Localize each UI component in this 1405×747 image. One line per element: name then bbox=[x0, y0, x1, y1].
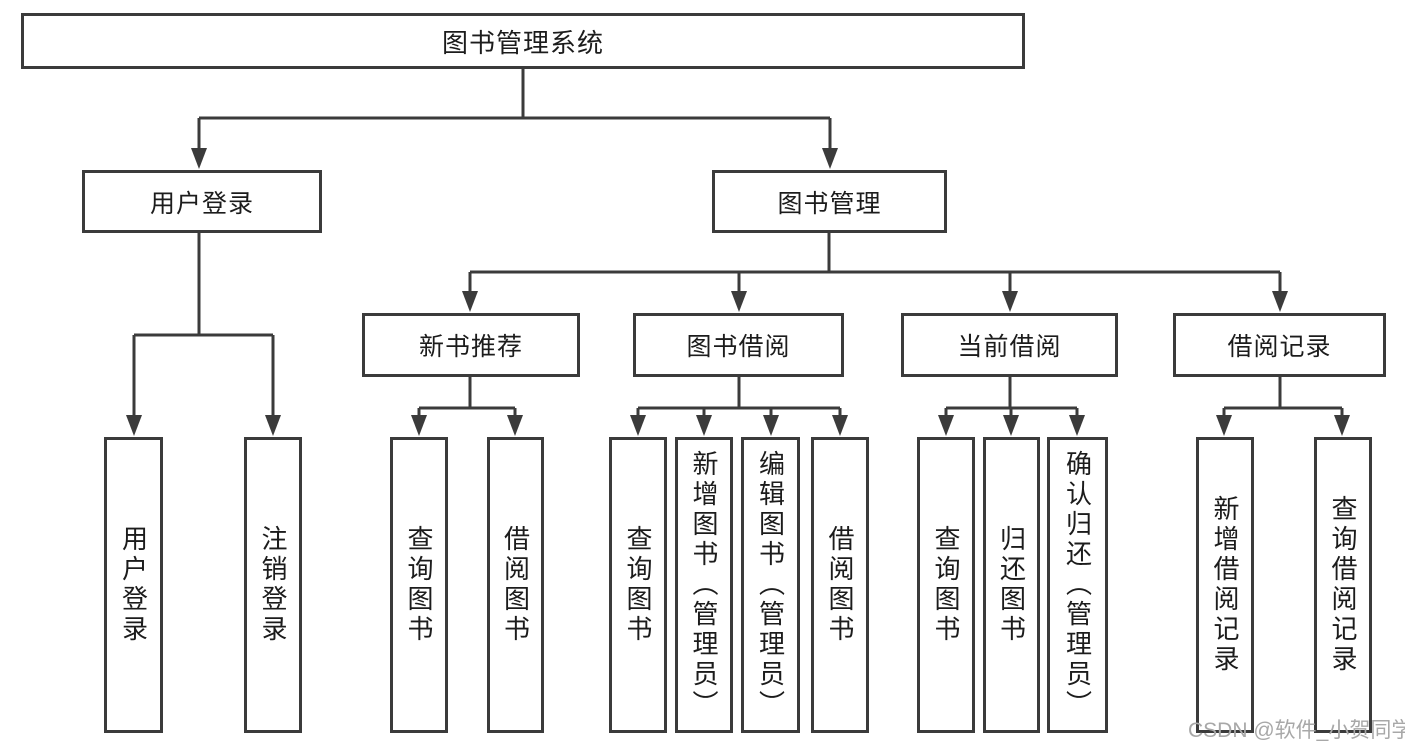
node-book-management: 图书管理 bbox=[712, 170, 947, 233]
leaf-query-books-borrow: 查询图书 bbox=[609, 437, 667, 733]
leaf-borrow-books: 借阅图书 bbox=[811, 437, 869, 733]
leaf-query-borrow-record: 查询借阅记录 bbox=[1314, 437, 1372, 733]
leaf-query-books-current: 查询图书 bbox=[917, 437, 975, 733]
node-borrow-records: 借阅记录 bbox=[1173, 313, 1386, 377]
node-new-book-recommend: 新书推荐 bbox=[362, 313, 580, 377]
node-current-borrow: 当前借阅 bbox=[901, 313, 1118, 377]
leaf-return-book: 归还图书 bbox=[983, 437, 1040, 733]
node-system-root: 图书管理系统 bbox=[21, 13, 1025, 69]
arrowheads bbox=[126, 148, 1350, 436]
leaf-add-borrow-record: 新增借阅记录 bbox=[1196, 437, 1254, 733]
leaf-edit-book-admin: 编辑图书（管理员） bbox=[741, 437, 800, 733]
leaf-logout: 注销登录 bbox=[244, 437, 302, 733]
leaf-confirm-return-admin: 确认归还（管理员） bbox=[1047, 437, 1108, 733]
leaf-borrow-books-recommend: 借阅图书 bbox=[487, 437, 544, 733]
node-book-borrow: 图书借阅 bbox=[633, 313, 844, 377]
node-user-login: 用户登录 bbox=[82, 170, 322, 233]
csdn-watermark: CSDN @软件_小贺同学 bbox=[1188, 719, 1405, 742]
leaf-add-book-admin: 新增图书（管理员） bbox=[675, 437, 733, 733]
leaf-query-books-recommend: 查询图书 bbox=[390, 437, 448, 733]
leaf-user-login: 用户登录 bbox=[104, 437, 163, 733]
